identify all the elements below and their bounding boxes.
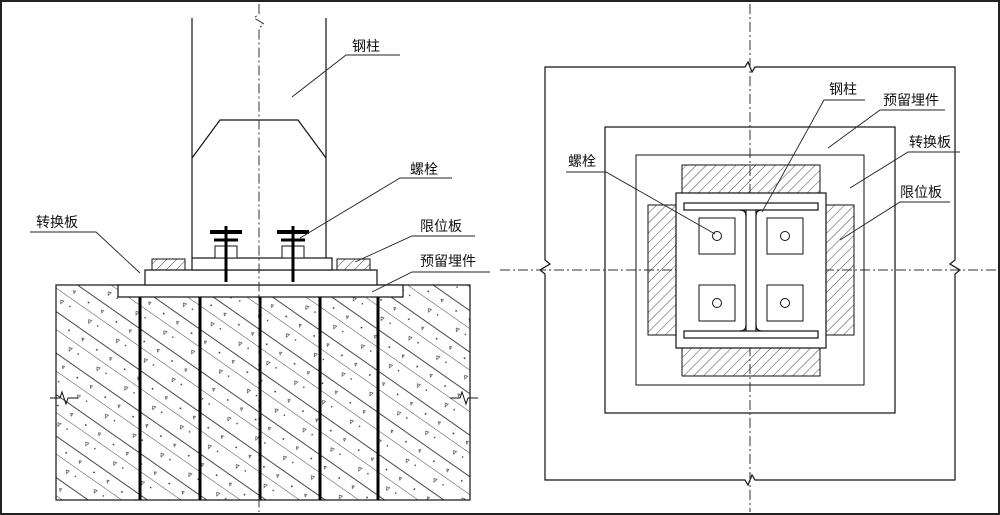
break-mark-right xyxy=(450,390,478,406)
right-leaders xyxy=(566,99,960,241)
label-embedded-part: 预留埋件 xyxy=(420,254,476,270)
label-steel-column: 钢柱 xyxy=(352,39,380,55)
label-transfer-plate: 转换板 xyxy=(909,134,951,151)
label-bolt: 螺栓 xyxy=(410,162,438,178)
limit-plate-left xyxy=(151,258,186,271)
label-limit-plate: 限位板 xyxy=(420,219,462,235)
embedded-part-outline xyxy=(604,126,896,414)
column-base-plate xyxy=(191,257,333,271)
bolt-group xyxy=(698,217,804,322)
limit-plate-left xyxy=(647,204,677,336)
column-base-plate-plan xyxy=(675,192,827,349)
left-leaders xyxy=(30,54,490,293)
label-transfer-plate: 转换板 xyxy=(36,214,78,231)
bolt-left xyxy=(210,226,242,282)
limit-plate-bottom xyxy=(681,347,821,377)
bolt-right xyxy=(277,226,309,282)
transfer-plate xyxy=(144,269,378,286)
label-bolt: 螺栓 xyxy=(568,154,596,170)
piles xyxy=(138,297,380,500)
transfer-plate-outline xyxy=(635,154,865,386)
limit-plate-right xyxy=(825,204,855,336)
concrete-outline xyxy=(538,60,962,487)
label-limit-plate: 限位板 xyxy=(900,185,942,201)
column-centerline xyxy=(253,4,265,512)
limit-plate-right xyxy=(336,258,371,271)
label-embedded-part: 预留埋件 xyxy=(883,93,939,109)
concrete-foundation xyxy=(55,284,471,501)
right-plan-view: 钢柱 预留埋件 转换板 螺栓 限位板 xyxy=(500,4,1000,512)
embedded-plate xyxy=(117,284,404,298)
limit-plate-top xyxy=(681,164,821,194)
left-section-view: 钢柱 螺栓 转换板 限位板 预留埋件 xyxy=(30,4,490,512)
break-mark-left xyxy=(50,390,78,406)
label-steel-column: 钢柱 xyxy=(829,82,857,98)
steel-column-section xyxy=(683,202,819,339)
